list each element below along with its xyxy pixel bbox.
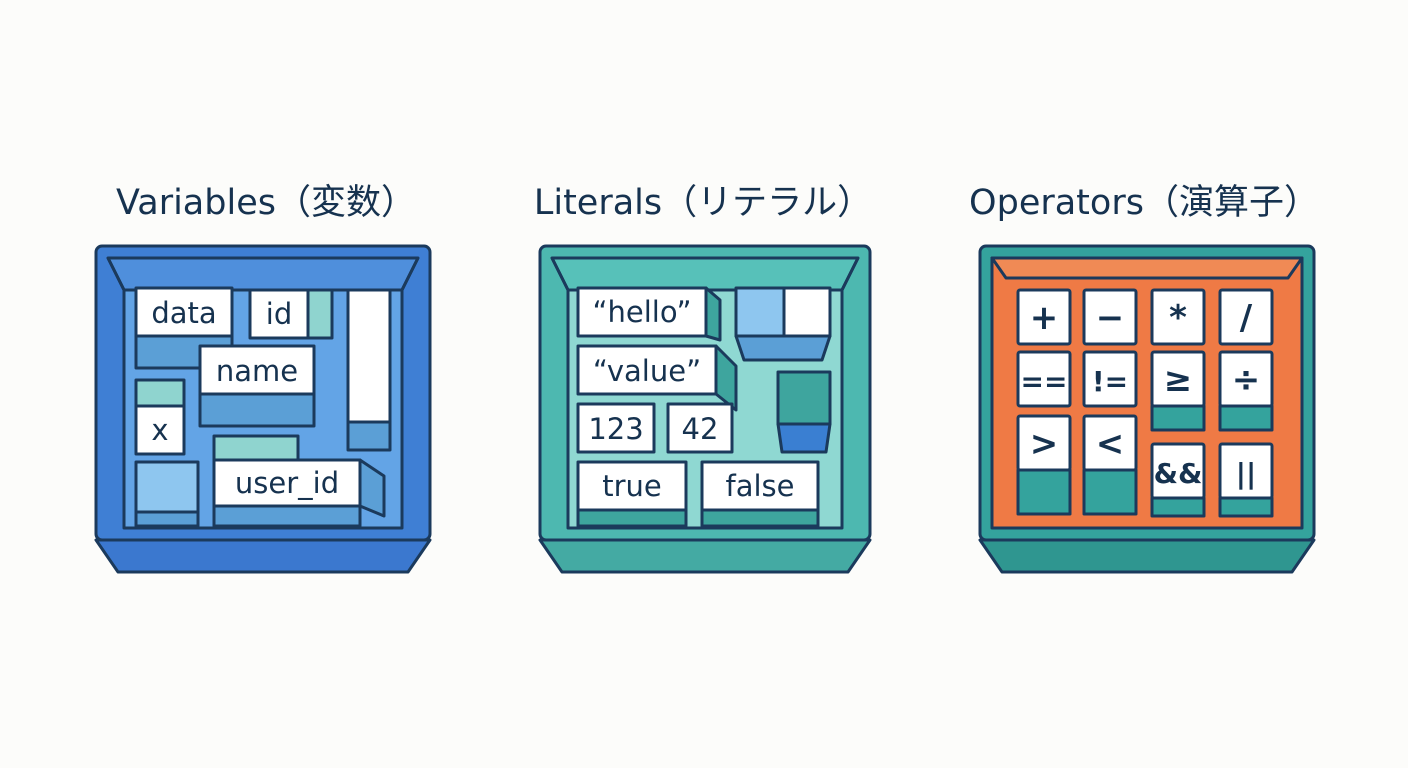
operator-key-base xyxy=(1218,404,1274,432)
literal-block-123: 123 xyxy=(576,402,656,454)
operator-key-label: < xyxy=(1096,424,1125,464)
variables-box: data id name x xyxy=(94,244,432,574)
variable-block-name: name xyxy=(198,344,316,428)
operator-key-greater-than: > xyxy=(1016,414,1072,516)
operator-key-face xyxy=(1016,350,1072,408)
operator-key-label: ≥ xyxy=(1164,360,1193,400)
variables-box-lip xyxy=(94,538,432,574)
svg-text:“hello”: “hello” xyxy=(592,295,691,329)
svg-text:“value”: “value” xyxy=(593,354,701,388)
literals-box-lip xyxy=(538,538,872,574)
literal-block-hello: “hello” xyxy=(576,286,722,342)
operator-key-label: == xyxy=(1021,365,1068,398)
operator-key-or: || xyxy=(1218,442,1274,518)
operator-key-label: && xyxy=(1154,457,1203,490)
svg-text:data: data xyxy=(151,296,216,330)
variable-block-cube xyxy=(134,460,200,528)
operator-key-label: || xyxy=(1236,457,1256,490)
variable-block-data: data xyxy=(134,286,234,370)
operator-key-label: * xyxy=(1169,298,1187,338)
operator-key-division: ÷ xyxy=(1218,350,1274,432)
literal-block-split xyxy=(734,286,832,362)
operator-key-label: + xyxy=(1030,298,1059,338)
operator-key-base xyxy=(1016,468,1072,516)
literals-title: Literals（リテラル） xyxy=(534,183,872,223)
operator-key-face xyxy=(1218,350,1274,408)
operator-key-face xyxy=(1082,350,1138,408)
svg-text:false: false xyxy=(726,469,795,503)
literal-block-false: false xyxy=(700,460,820,528)
variable-block-tall xyxy=(346,288,392,452)
operator-key-greater-equal: ≥ xyxy=(1150,350,1206,432)
operator-key-face xyxy=(1218,442,1274,500)
operator-key-face xyxy=(1218,288,1274,346)
literals-box: “hello” “value” 123 42 xyxy=(538,244,872,574)
operator-key-and: && xyxy=(1150,442,1206,518)
operator-key-base xyxy=(1150,496,1206,518)
operator-key-face xyxy=(1150,288,1206,346)
literals-box-inner-top xyxy=(550,256,860,292)
operator-key-label: > xyxy=(1030,424,1059,464)
literal-block-value: “value” xyxy=(576,344,738,412)
operator-key-minus: − xyxy=(1082,288,1138,346)
literal-block-true: true xyxy=(576,460,688,528)
operator-key-face xyxy=(1016,414,1072,472)
variable-block-x: x xyxy=(134,378,186,456)
operator-key-base xyxy=(1218,496,1274,518)
svg-text:42: 42 xyxy=(682,412,719,446)
variable-block-user-id: user_id xyxy=(212,434,386,528)
operator-key-face xyxy=(1016,288,1072,346)
operator-keys: +− * / == != ≥ ÷ > < && || xyxy=(1016,288,1274,518)
variables-box-inner-top xyxy=(106,256,420,292)
operator-key-face xyxy=(1082,414,1138,472)
operator-key-label: ÷ xyxy=(1232,360,1261,400)
operator-key-not-equals: != xyxy=(1082,350,1138,408)
operator-key-face xyxy=(1150,442,1206,500)
svg-text:name: name xyxy=(216,354,298,388)
operator-key-base xyxy=(1150,404,1206,432)
operators-box: +− * / == != ≥ ÷ > < && || xyxy=(978,244,1316,574)
operator-key-base xyxy=(1082,468,1138,516)
operator-key-face xyxy=(1150,350,1206,408)
operator-key-divide: / xyxy=(1218,288,1274,346)
operator-key-plus: + xyxy=(1016,288,1072,346)
variable-block-id: id xyxy=(248,288,334,340)
svg-text:user_id: user_id xyxy=(235,466,339,500)
operators-box-lip xyxy=(978,538,1316,574)
svg-text:x: x xyxy=(151,413,168,447)
operator-key-equals: == xyxy=(1016,350,1072,408)
literal-block-cube xyxy=(776,370,832,454)
operator-key-face xyxy=(1082,288,1138,346)
literal-block-42: 42 xyxy=(666,402,734,454)
svg-text:id: id xyxy=(266,297,292,331)
svg-text:true: true xyxy=(602,469,662,503)
svg-text:123: 123 xyxy=(588,412,643,446)
operator-key-label: != xyxy=(1092,365,1128,398)
operator-key-label: / xyxy=(1240,298,1253,338)
operators-title: Operators（演算子） xyxy=(969,183,1319,223)
operator-key-less-than: < xyxy=(1082,414,1138,516)
operator-key-multiply: * xyxy=(1150,288,1206,346)
variables-title: Variables（変数） xyxy=(116,183,416,223)
operator-key-label: − xyxy=(1096,298,1125,338)
